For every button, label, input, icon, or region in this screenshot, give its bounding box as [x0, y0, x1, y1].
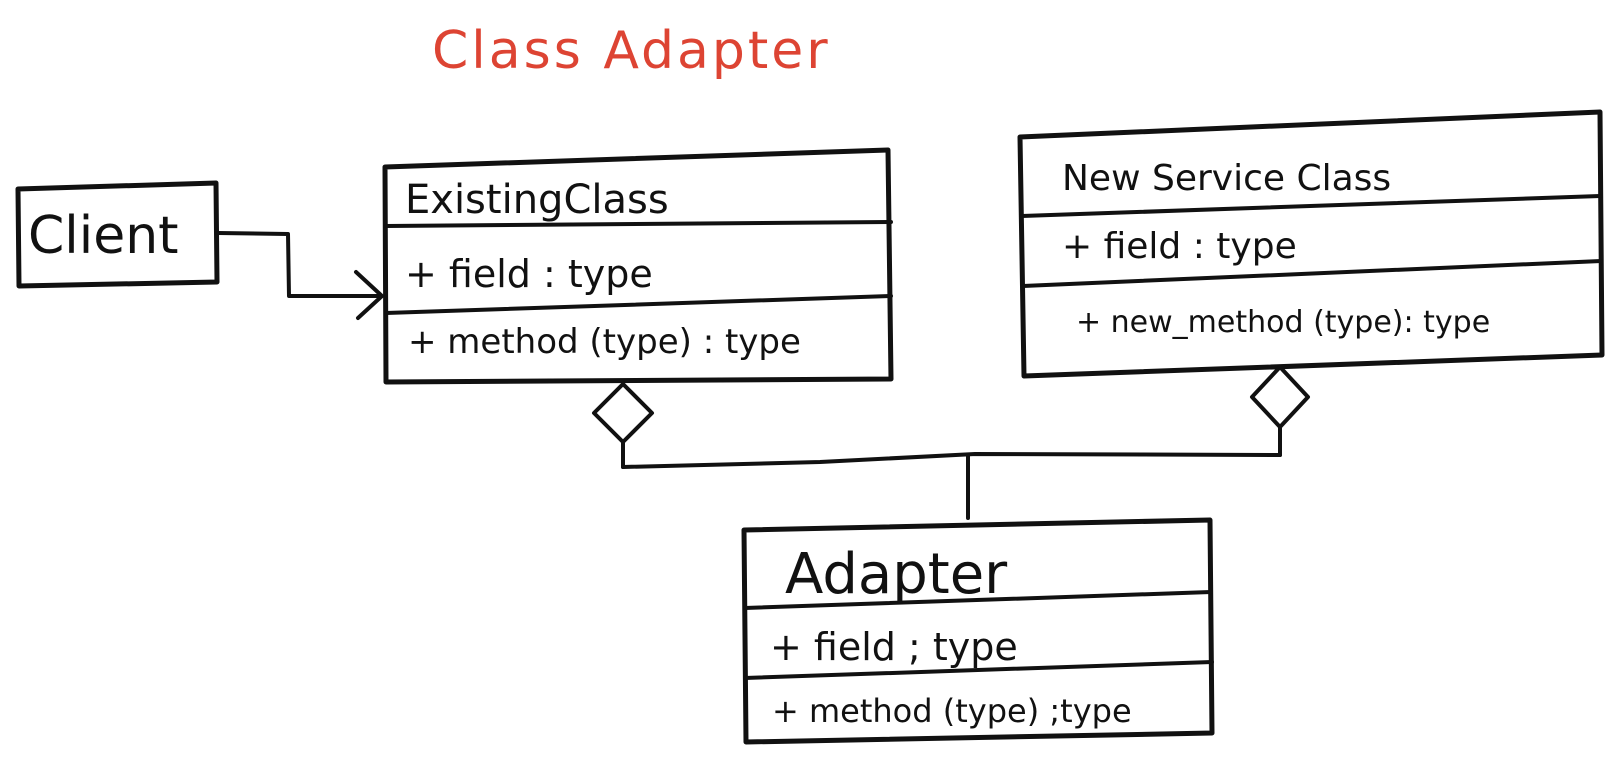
- existing-class-field: + field : type: [405, 252, 653, 296]
- existing-class-divider-2: [384, 294, 893, 315]
- new-service-class-box[interactable]: New Service Class + field : type + new_m…: [1017, 109, 1605, 379]
- arrowhead-icon: [354, 270, 384, 320]
- adapter-box[interactable]: Adapter + field ; type + method (type) ;…: [741, 517, 1215, 745]
- adapter-divider-2: [743, 660, 1214, 680]
- diamond-icon-new-service: [1250, 365, 1310, 429]
- connector-horizontal: [621, 452, 1282, 469]
- client-label: Client: [28, 206, 179, 266]
- aggregation-connectors: [592, 365, 1310, 520]
- new-service-class-outline: [1017, 109, 1605, 379]
- existing-class-divider-1: [384, 220, 893, 228]
- adapter-divider-1: [743, 590, 1213, 610]
- new-service-class-divider-1: [1020, 194, 1602, 218]
- new-service-class-name: New Service Class: [1062, 158, 1391, 199]
- existing-class-name: ExistingClass: [405, 177, 669, 223]
- diagram-title: Class Adapter: [432, 21, 831, 81]
- client-box[interactable]: Client: [15, 180, 220, 289]
- client-to-existing-arrow: [216, 231, 384, 320]
- existing-class-box[interactable]: ExistingClass + field : type + method (t…: [382, 147, 894, 385]
- diamond-icon-existing: [592, 382, 654, 444]
- association-line: [216, 231, 382, 298]
- new-service-class-method: + new_method (type): type: [1076, 305, 1490, 340]
- adapter-outline: [741, 517, 1215, 745]
- existing-class-outline: [382, 147, 894, 385]
- existing-class-method: + method (type) : type: [408, 322, 801, 362]
- new-service-class-field: + field : type: [1062, 226, 1297, 267]
- new-service-class-divider-2: [1021, 259, 1603, 288]
- client-box-outline: [15, 180, 220, 289]
- adapter-method: + method (type) ;type: [772, 692, 1132, 730]
- adapter-field: + field ; type: [770, 625, 1018, 669]
- adapter-name: Adapter: [785, 542, 1008, 607]
